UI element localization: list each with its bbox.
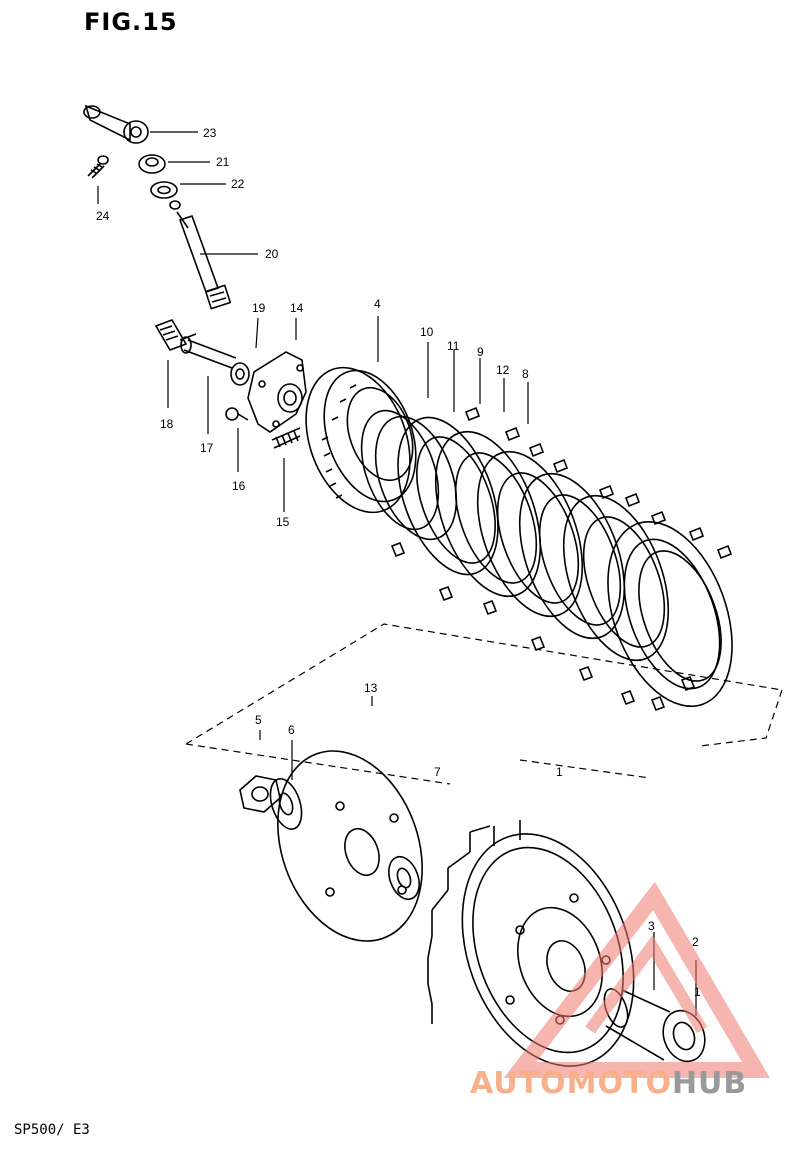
label-16: 16 — [232, 479, 246, 493]
label-4: 4 — [374, 297, 381, 311]
clutch-sleeve-hub-part-4 — [305, 366, 417, 514]
watermark-logo — [503, 881, 770, 1078]
label-20: 20 — [265, 247, 279, 261]
bearing-part-19 — [230, 362, 250, 386]
washer-part-21 — [138, 154, 166, 174]
label-13: 13 — [364, 681, 378, 695]
label-1: 1 — [556, 765, 563, 779]
assembly-boundary-part-13 — [185, 623, 783, 785]
label-22: 22 — [231, 177, 245, 191]
watermark-text: AUTOMOTOHUB — [470, 1066, 747, 1101]
label-7: 7 — [434, 765, 441, 779]
label-23: 23 — [203, 126, 217, 140]
figure-footer: SP500/ E3 — [14, 1122, 90, 1138]
release-lever-part-23 — [83, 104, 149, 144]
label-8: 8 — [522, 367, 529, 381]
spring-part-15 — [271, 427, 301, 449]
label-2: 2 — [692, 935, 699, 949]
label-10: 10 — [420, 325, 434, 339]
pushrod-part-17 — [180, 336, 237, 369]
label-5: 5 — [255, 713, 262, 727]
label-12: 12 — [496, 363, 510, 377]
push-rack-part-18 — [154, 319, 197, 351]
part-labels: 23 21 22 24 20 19 14 4 10 11 9 12 8 18 1… — [96, 126, 701, 999]
screw-part-24 — [87, 155, 109, 179]
clutch-plate-stack — [360, 406, 733, 712]
watermark-text-part1: AUTOMOTO — [470, 1066, 672, 1101]
label-6: 6 — [288, 723, 295, 737]
label-3: 3 — [648, 919, 655, 933]
figure-title: FIG.15 — [84, 8, 178, 36]
pressure-plate-part-14 — [247, 351, 307, 433]
label-18: 18 — [160, 417, 174, 431]
release-shaft-part-20 — [169, 200, 232, 310]
o-ring-part-22 — [150, 181, 178, 199]
label-21: 21 — [216, 155, 230, 169]
bolt-part-16 — [225, 407, 249, 421]
label-24: 24 — [96, 209, 110, 223]
label-17: 17 — [200, 441, 214, 455]
label-14: 14 — [290, 301, 304, 315]
leader-lines — [97, 131, 697, 1016]
label-9: 9 — [477, 345, 484, 359]
label-1-bushing: 1 — [694, 985, 701, 999]
label-19: 19 — [252, 301, 266, 315]
clutch-housing-part-1 — [427, 820, 635, 1067]
label-15: 15 — [276, 515, 290, 529]
primary-driven-plate-part-7 — [277, 750, 423, 942]
label-11: 11 — [447, 339, 460, 353]
watermark-text-part2: HUB — [671, 1066, 748, 1101]
